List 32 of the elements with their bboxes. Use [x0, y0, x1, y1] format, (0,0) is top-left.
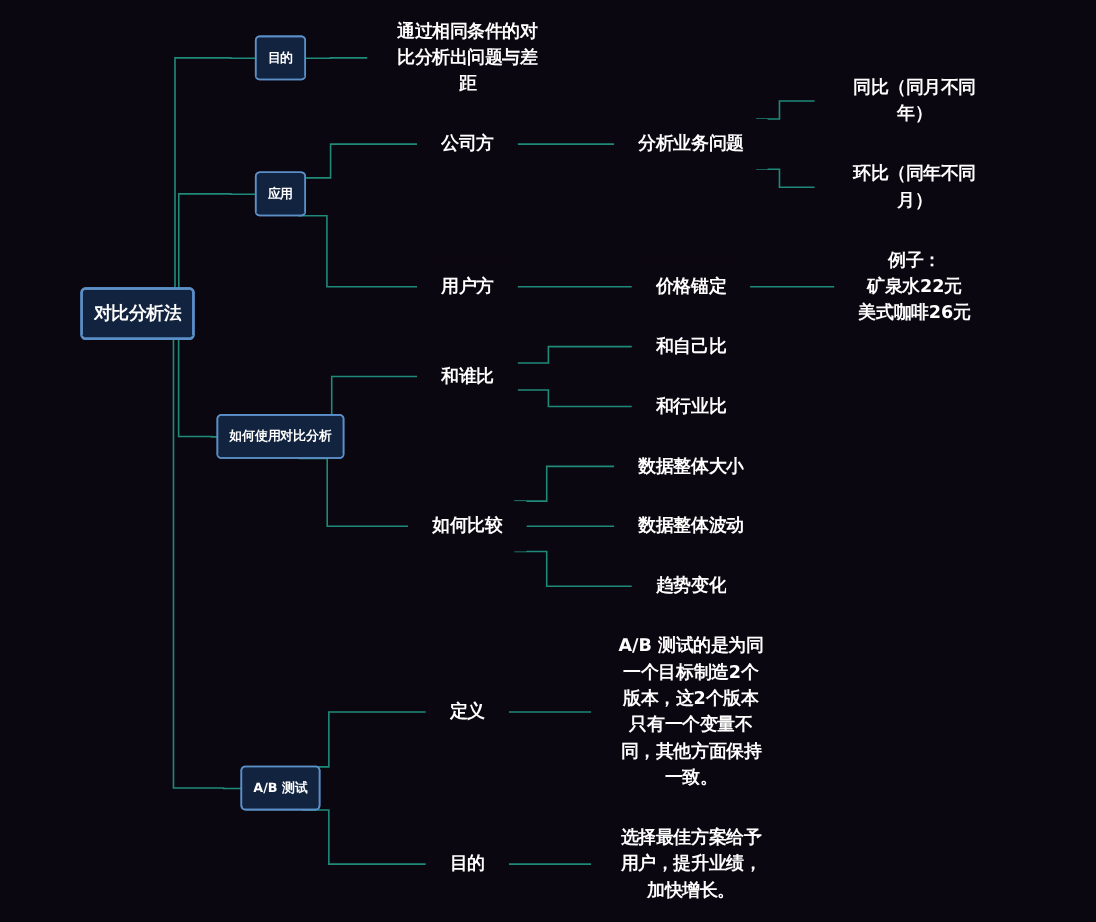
connector [516, 345, 633, 364]
connector [516, 143, 616, 145]
connector [749, 285, 836, 288]
node-text: 选择最佳方案给予用户，提升业绩，加快增长。 [620, 827, 762, 901]
node-text: 和行业比 [655, 396, 727, 417]
node-text: 定义 [449, 701, 485, 722]
node-text: 用户方 [440, 276, 494, 297]
node-text: 公司方 [440, 134, 494, 155]
node-text: 分析业务问题 [638, 134, 744, 155]
node-text: 数据整体大小 [638, 456, 744, 477]
connector [508, 863, 592, 865]
connector [508, 711, 592, 713]
node-text: 例子： 矿泉水22元 美式咖啡26元 [858, 250, 971, 324]
connector [516, 285, 633, 288]
node-text: 同比（同月不同年） [853, 77, 977, 125]
node-text: 数据整体波动 [638, 516, 744, 537]
node-text: A/B 测试的是为同一个目标制造2个版本，这2个版本只有一个变量不同，其他方面保持一致。 [618, 636, 764, 788]
connector [525, 525, 616, 528]
connector [513, 550, 633, 587]
connector [513, 465, 616, 502]
connector [297, 215, 418, 288]
node-text: 和谁比 [440, 366, 494, 387]
connector [516, 389, 633, 408]
node-text: 环比（同年不同月） [853, 164, 977, 211]
node-text: 和自己比 [655, 336, 727, 357]
connector [304, 57, 369, 60]
node-text: 趋势变化 [655, 576, 727, 597]
node-text: 价格锚定 [655, 276, 727, 297]
node-text: 通过相同条件的对比分析出问题与差距 [397, 21, 538, 95]
connector [304, 143, 418, 179]
node-text: 目的 [449, 854, 485, 875]
node-text: 如何比较 [432, 516, 503, 537]
